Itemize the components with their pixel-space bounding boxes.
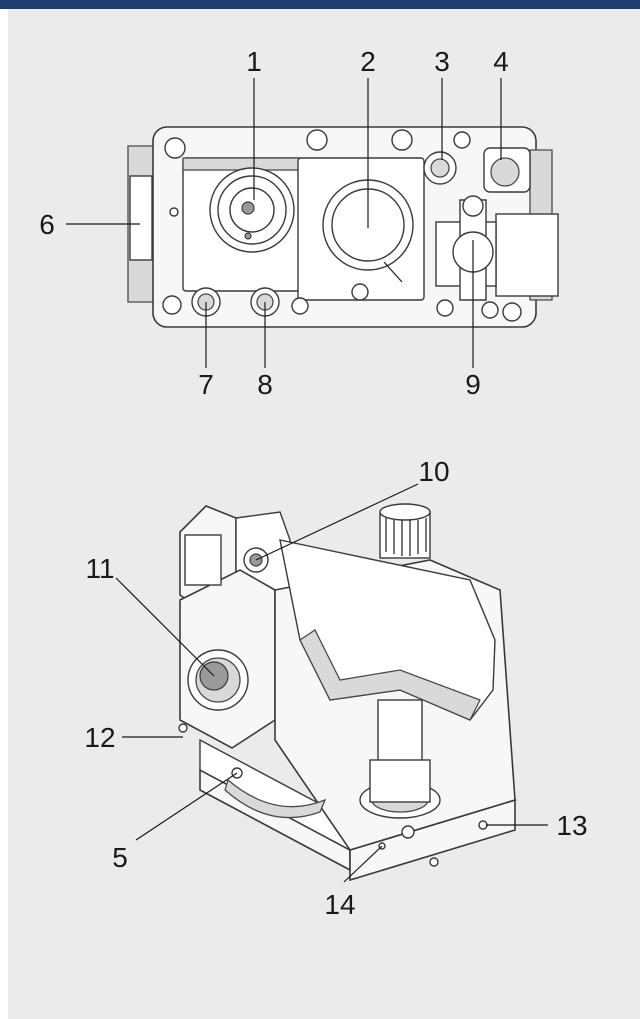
- callout-1: 1: [246, 46, 262, 77]
- callout-13: 13: [556, 810, 587, 841]
- callout-4: 4: [493, 46, 509, 77]
- callout-2: 2: [360, 46, 376, 77]
- valve-iso-view: [178, 503, 518, 882]
- leader-5: [135, 772, 238, 841]
- callout-numbers: 1 2 3 4 6 7 8 9 10 11 12 5 13 14: [39, 46, 587, 920]
- callout-9: 9: [465, 369, 481, 400]
- callout-14: 14: [324, 889, 355, 920]
- callout-7: 7: [198, 369, 214, 400]
- callout-6: 6: [39, 209, 55, 240]
- header-bar: [0, 0, 640, 9]
- valve-top-view: [127, 126, 559, 328]
- leader-10: [255, 483, 419, 561]
- callout-10: 10: [418, 456, 449, 487]
- callout-8: 8: [257, 369, 273, 400]
- leader-11: [115, 577, 215, 677]
- leader-lines: [66, 78, 548, 883]
- callout-12: 12: [84, 722, 115, 753]
- leader-14: [343, 845, 383, 883]
- callout-5: 5: [112, 842, 128, 873]
- callout-11: 11: [85, 553, 114, 584]
- callout-3: 3: [434, 46, 450, 77]
